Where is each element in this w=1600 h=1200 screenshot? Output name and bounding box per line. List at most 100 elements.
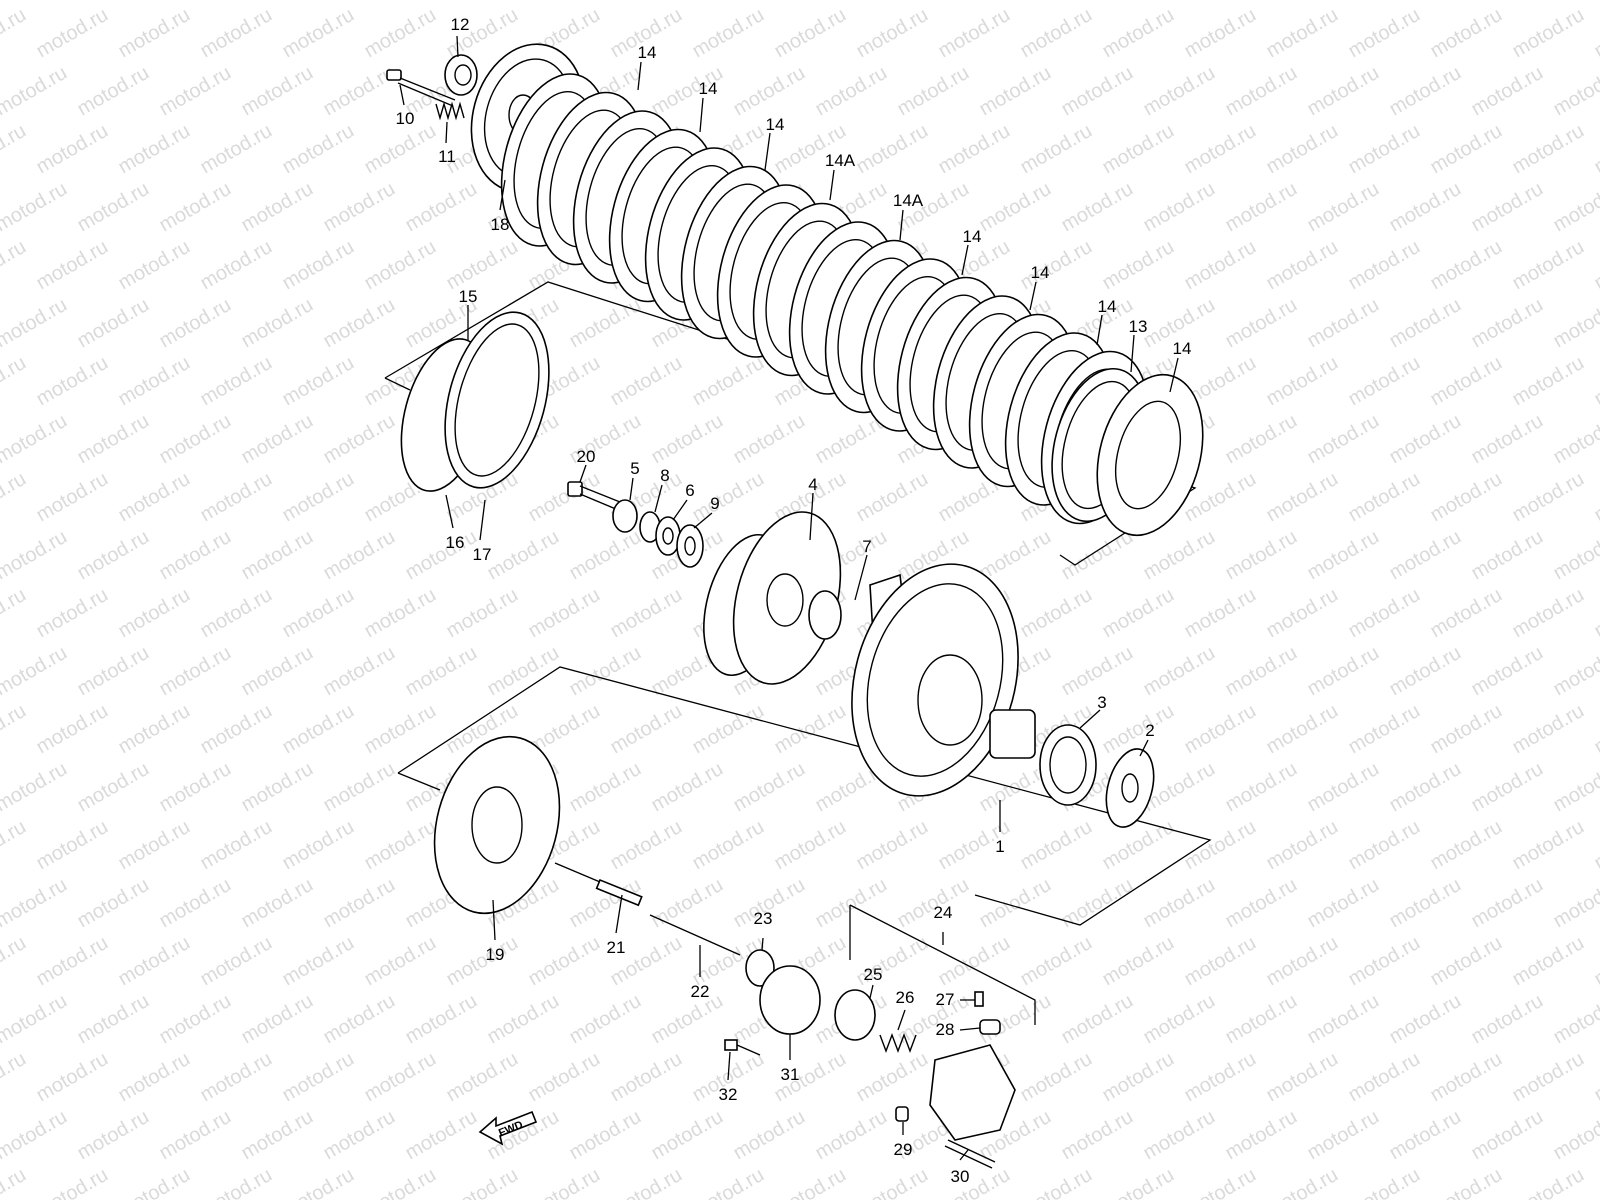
watermark-text: motod.ru — [238, 410, 317, 469]
watermark-text: motod.ru — [197, 468, 276, 527]
watermark-text: motod.ru — [1427, 584, 1506, 643]
watermark-text: motod.ru — [156, 62, 235, 121]
watermark-text: motod.ru — [566, 758, 645, 817]
watermark-text: motod.ru — [74, 0, 153, 4]
watermark-text: motod.ru — [1468, 62, 1547, 121]
callout-29: 29 — [894, 1140, 913, 1159]
watermark-text: motod.ru — [156, 410, 235, 469]
watermark-text: motod.ru — [279, 1164, 358, 1200]
watermark-text: motod.ru — [1181, 1164, 1260, 1200]
watermark-text: motod.ru — [525, 584, 604, 643]
starter-clutch-gear-19-part — [433, 735, 561, 915]
watermark-text: motod.ru — [1591, 816, 1600, 875]
washer-7-part — [808, 590, 842, 640]
watermark-text: motod.ru — [812, 1106, 891, 1165]
watermark-text: motod.ru — [115, 236, 194, 295]
watermark-text: motod.ru — [361, 236, 440, 295]
bolt-30-part — [944, 1139, 996, 1169]
watermark-text: motod.ru — [0, 816, 30, 875]
watermark-text: motod.ru — [1058, 642, 1137, 701]
watermark-text: motod.ru — [1222, 990, 1301, 1049]
watermark-text: motod.ru — [0, 1164, 30, 1200]
watermark-text: motod.ru — [156, 526, 235, 585]
watermark-text: motod.ru — [648, 758, 727, 817]
watermark-text: motod.ru — [115, 816, 194, 875]
watermark-text: motod.ru — [1099, 1164, 1178, 1200]
watermark-text: motod.ru — [320, 0, 399, 4]
watermark-text: motod.ru — [320, 410, 399, 469]
watermark-text: motod.ru — [1591, 1164, 1600, 1200]
watermark-text: motod.ru — [1304, 990, 1383, 1049]
watermark-text: motod.ru — [1263, 468, 1342, 527]
watermark-text: motod.ru — [894, 0, 973, 4]
watermark-text: motod.ru — [1181, 584, 1260, 643]
watermark-text: motod.ru — [443, 1048, 522, 1107]
watermark-text: motod.ru — [1345, 816, 1424, 875]
watermark-text: motod.ru — [33, 932, 112, 991]
watermark-text: motod.ru — [1468, 526, 1547, 585]
watermark-text: motod.ru — [484, 526, 563, 585]
watermark-text: motod.ru — [1386, 294, 1465, 353]
watermark-text: motod.ru — [1181, 932, 1260, 991]
watermark-text: motod.ru — [484, 0, 563, 4]
watermark-text: motod.ru — [361, 816, 440, 875]
watermark-text: motod.ru — [0, 0, 71, 4]
callout-13: 13 — [1129, 317, 1148, 336]
callout-14-5: 14 — [1031, 263, 1050, 282]
watermark-text: motod.ru — [33, 236, 112, 295]
callout-14-7: 14 — [1173, 339, 1192, 358]
watermark-text: motod.ru — [689, 468, 768, 527]
watermark-text: motod.ru — [1345, 1164, 1424, 1200]
watermark-text: motod.ru — [1345, 236, 1424, 295]
watermark-text: motod.ru — [1427, 932, 1506, 991]
watermark-text: motod.ru — [361, 1048, 440, 1107]
watermark-text: motod.ru — [320, 642, 399, 701]
nut-5-part — [612, 499, 638, 533]
watermark-text: motod.ru — [238, 990, 317, 1049]
cap-28-part — [979, 1019, 1001, 1035]
watermark-text: motod.ru — [1181, 4, 1260, 63]
watermark-text: motod.ru — [279, 4, 358, 63]
watermark-text: motod.ru — [320, 874, 399, 933]
watermark-text: motod.ru — [320, 990, 399, 1049]
watermark-text: motod.ru — [648, 990, 727, 1049]
watermark-text: motod.ru — [197, 816, 276, 875]
watermark-text: motod.ru — [402, 1106, 481, 1165]
watermark-text: motod.ru — [1509, 816, 1588, 875]
watermark-text: motod.ru — [279, 700, 358, 759]
watermark-text: motod.ru — [361, 932, 440, 991]
watermark-text: motod.ru — [1345, 700, 1424, 759]
callout-labels: 12 10 11 18 14 14 14 14A 14A 14 14 14 13… — [396, 15, 1192, 1186]
spring-26-part — [879, 1033, 917, 1053]
watermark-text: motod.ru — [1550, 0, 1600, 4]
watermark-text: motod.ru — [0, 584, 30, 643]
watermark-text: motod.ru — [935, 4, 1014, 63]
watermark-text: motod.ru — [648, 410, 727, 469]
watermark-text: motod.ru — [1345, 1048, 1424, 1107]
watermark-text: motod.ru — [1550, 294, 1600, 353]
clutch-housing-1-part — [851, 563, 1019, 797]
watermark-text: motod.ru — [689, 4, 768, 63]
watermark-text: motod.ru — [33, 816, 112, 875]
watermark-text: motod.ru — [1427, 352, 1506, 411]
watermark-text: motod.ru — [484, 990, 563, 1049]
watermark-text: motod.ru — [1591, 236, 1600, 295]
watermark-text: motod.ru — [115, 1048, 194, 1107]
watermark-text: motod.ru — [361, 4, 440, 63]
watermark-text: motod.ru — [279, 1048, 358, 1107]
watermark-text: motod.ru — [197, 700, 276, 759]
callout-3: 3 — [1097, 693, 1106, 712]
watermark-text: motod.ru — [0, 410, 71, 469]
watermark-text: motod.ru — [730, 410, 809, 469]
watermark-text: motod.ru — [1591, 1048, 1600, 1107]
bearing-12-part — [444, 54, 478, 96]
watermark-text: motod.ru — [1304, 178, 1383, 237]
watermark-text: motod.ru — [1181, 236, 1260, 295]
watermark-text: motod.ru — [976, 526, 1055, 585]
callout-21: 21 — [607, 938, 626, 957]
watermark-text: motod.ru — [1509, 1164, 1588, 1200]
bleeder-27-part — [974, 991, 984, 1007]
watermark-text: motod.ru — [33, 1048, 112, 1107]
watermark-text: motod.ru — [1263, 120, 1342, 179]
